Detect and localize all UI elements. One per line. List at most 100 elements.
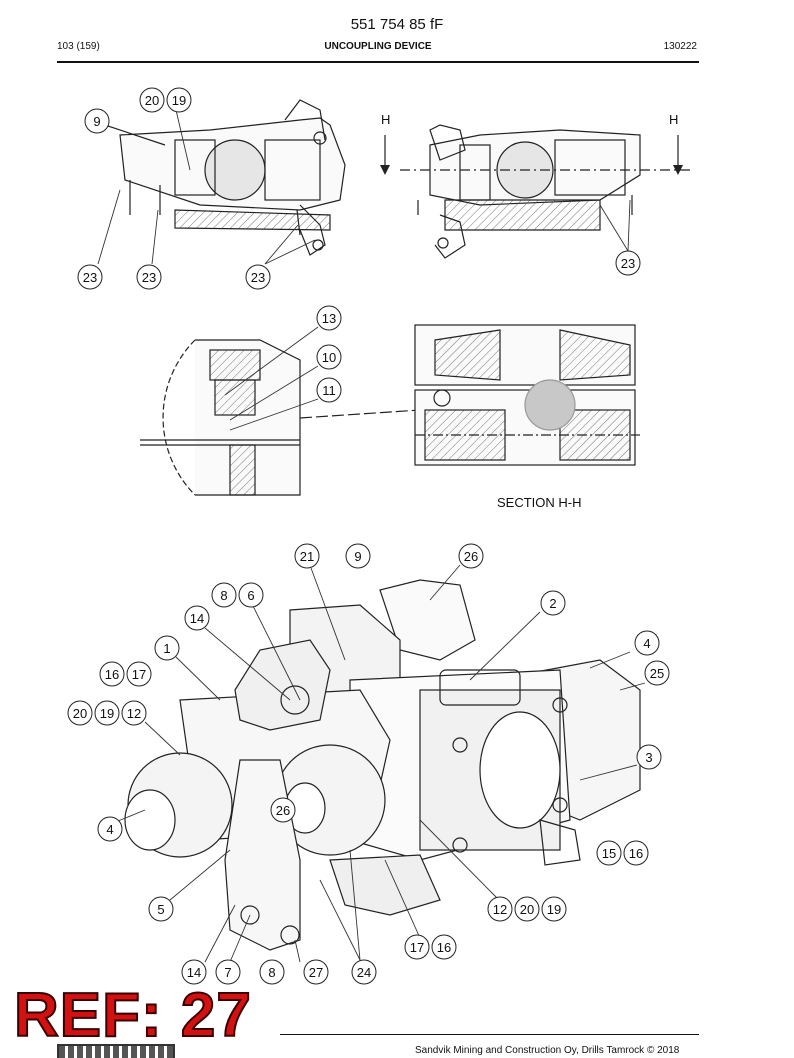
callout-balloon: 19: [541, 896, 567, 922]
company-logo: [57, 1044, 175, 1058]
callout-balloon: 20: [67, 700, 93, 726]
svg-text:20: 20: [73, 706, 87, 721]
header-divider: [57, 61, 699, 63]
assembly-view: [124, 579, 641, 951]
detail-view: [140, 339, 421, 496]
callout-balloon: 21: [294, 543, 320, 569]
svg-text:4: 4: [643, 636, 650, 651]
footer-copyright: Sandvik Mining and Construction Oy, Dril…: [415, 1045, 680, 1056]
svg-text:25: 25: [650, 666, 664, 681]
svg-text:14: 14: [187, 965, 201, 980]
svg-text:12: 12: [127, 706, 141, 721]
svg-text:3: 3: [645, 750, 652, 765]
callout-balloon: 9: [345, 543, 371, 569]
svg-text:14: 14: [190, 611, 204, 626]
top-left-view: [104, 99, 346, 256]
page-reference: 103 (159): [57, 41, 100, 52]
callout-balloon: 26: [458, 543, 484, 569]
callout-balloon: 3: [636, 744, 662, 770]
callout-balloon: 20: [139, 87, 165, 113]
callout-balloon: 12: [487, 896, 513, 922]
svg-text:1: 1: [163, 641, 170, 656]
svg-text:6: 6: [247, 588, 254, 603]
svg-text:20: 20: [520, 902, 534, 917]
section-marker-right: H: [669, 112, 678, 127]
svg-text:2: 2: [549, 596, 556, 611]
svg-text:13: 13: [322, 311, 336, 326]
svg-text:9: 9: [354, 549, 361, 564]
callout-balloon: 8: [259, 959, 285, 985]
callout-balloon: 12: [121, 700, 147, 726]
svg-text:16: 16: [629, 846, 643, 861]
svg-text:24: 24: [357, 965, 371, 980]
footer-divider: [280, 1034, 699, 1035]
svg-text:16: 16: [437, 940, 451, 955]
top-right-view: [384, 124, 690, 259]
svg-text:9: 9: [93, 114, 100, 129]
callout-balloon: 8: [211, 582, 237, 608]
reference-stamp: REF: 27: [13, 981, 252, 1050]
svg-text:5: 5: [157, 902, 164, 917]
section-marker-left: H: [381, 112, 390, 127]
callout-balloon: 16: [431, 934, 457, 960]
callout-balloon: 26: [270, 797, 296, 823]
callout-balloon: 16: [623, 840, 649, 866]
callout-balloon: 4: [634, 630, 660, 656]
callout-balloon: 23: [615, 250, 641, 276]
callout-balloon: 23: [245, 264, 271, 290]
svg-text:12: 12: [493, 902, 507, 917]
svg-text:17: 17: [410, 940, 424, 955]
callout-balloon: 25: [644, 660, 670, 686]
svg-text:8: 8: [268, 965, 275, 980]
callout-balloon: 2: [540, 590, 566, 616]
svg-text:26: 26: [276, 803, 290, 818]
svg-text:23: 23: [251, 270, 265, 285]
svg-text:27: 27: [309, 965, 323, 980]
callout-balloon: 16: [99, 661, 125, 687]
svg-text:21: 21: [300, 549, 314, 564]
callout-balloon: 19: [94, 700, 120, 726]
section-view: [414, 324, 640, 466]
callout-balloon: 10: [316, 344, 342, 370]
callout-balloon: 17: [404, 934, 430, 960]
callout-balloon: 4: [97, 816, 123, 842]
callout-balloon: 24: [351, 959, 377, 985]
svg-text:23: 23: [83, 270, 97, 285]
svg-text:26: 26: [464, 549, 478, 564]
svg-text:20: 20: [145, 93, 159, 108]
callout-balloon: 14: [181, 959, 207, 985]
svg-text:19: 19: [547, 902, 561, 917]
callout-balloon: 11: [316, 377, 342, 403]
callout-balloon: 17: [126, 661, 152, 687]
svg-text:4: 4: [106, 822, 113, 837]
callout-balloon: 15: [596, 840, 622, 866]
callout-balloon: 27: [303, 959, 329, 985]
callout-balloon: 19: [166, 87, 192, 113]
document-number: 551 754 85 fF: [350, 16, 444, 33]
callout-balloon: 7: [215, 959, 241, 985]
svg-text:19: 19: [172, 93, 186, 108]
svg-text:17: 17: [132, 667, 146, 682]
svg-text:7: 7: [224, 965, 231, 980]
section-title: UNCOUPLING DEVICE: [324, 41, 432, 52]
svg-text:23: 23: [142, 270, 156, 285]
callout-balloon: 23: [77, 264, 103, 290]
callout-balloon: 23: [136, 264, 162, 290]
callout-balloon: 6: [238, 582, 264, 608]
svg-text:16: 16: [105, 667, 119, 682]
revision-code: 130222: [663, 41, 697, 52]
callout-balloon: 9: [84, 108, 110, 134]
section-caption: SECTION H-H: [497, 495, 582, 510]
svg-text:11: 11: [322, 383, 336, 398]
svg-text:23: 23: [621, 256, 635, 271]
svg-text:15: 15: [602, 846, 616, 861]
callout-balloon: 5: [148, 896, 174, 922]
callout-balloon: 13: [316, 305, 342, 331]
callout-balloon: 14: [184, 605, 210, 631]
svg-text:10: 10: [322, 350, 336, 365]
svg-text:19: 19: [100, 706, 114, 721]
svg-text:8: 8: [220, 588, 227, 603]
callout-balloon: 20: [514, 896, 540, 922]
callout-balloon: 1: [154, 635, 180, 661]
